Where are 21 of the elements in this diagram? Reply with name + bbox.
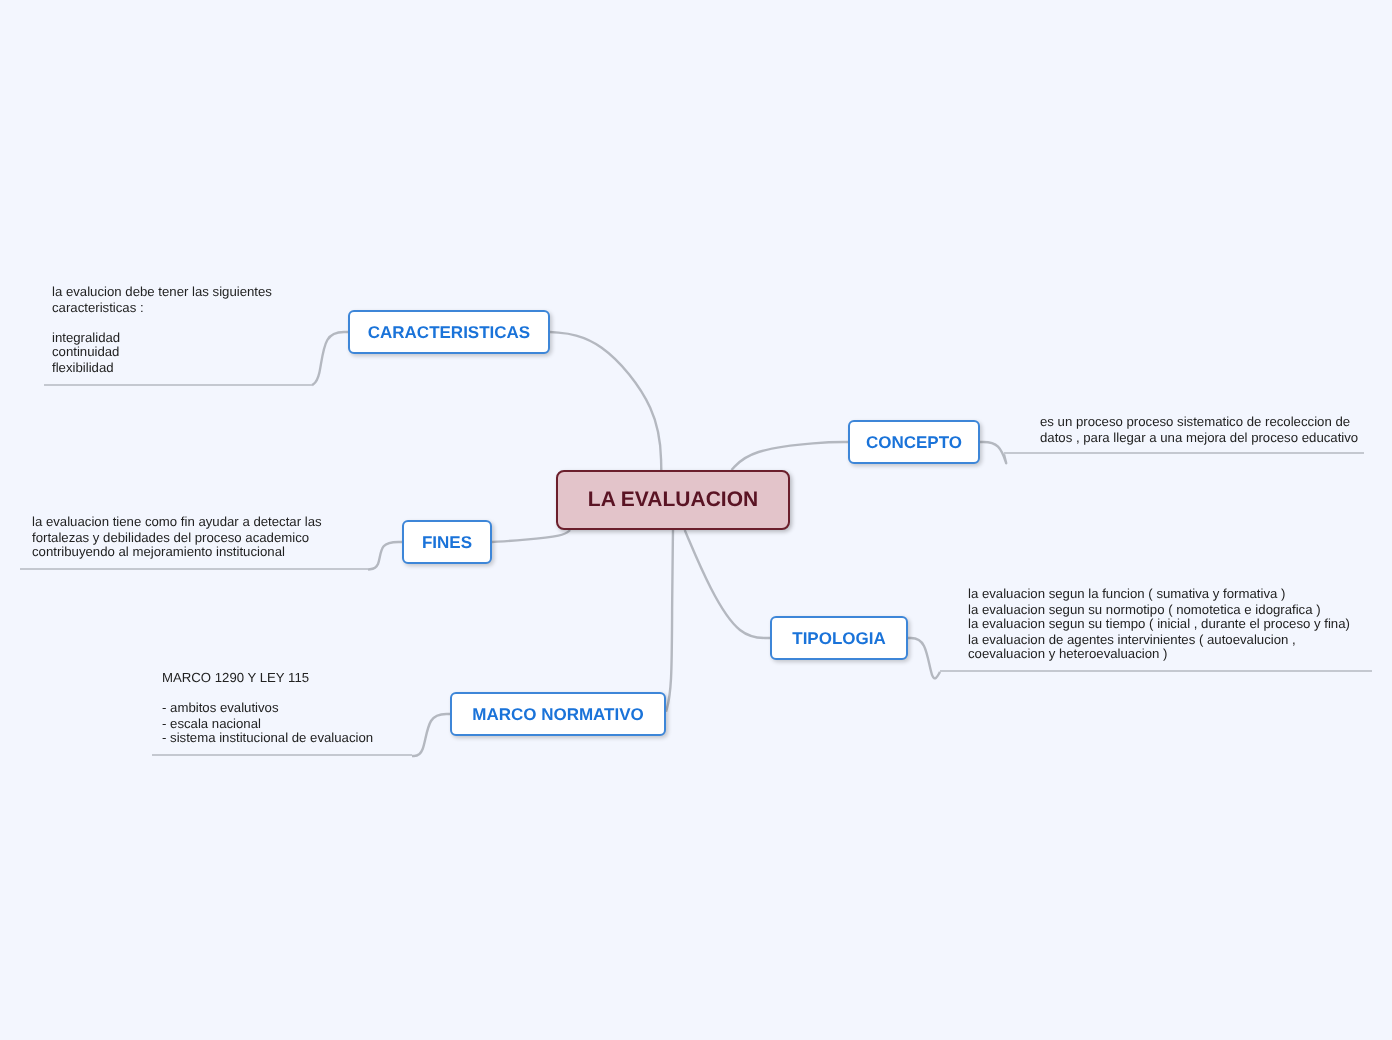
connector-line <box>491 529 571 544</box>
connector-line <box>311 330 348 387</box>
note-underline <box>20 516 368 570</box>
note-underline <box>152 672 412 756</box>
note-underline <box>940 588 1372 672</box>
connector-line <box>980 440 1008 464</box>
topic-box: MARCO NORMATIVO <box>450 692 666 736</box>
connector-line <box>683 529 770 640</box>
topic-box: TIPOLOGIA <box>770 616 908 660</box>
topic-box: FINES <box>402 520 492 564</box>
connector-line <box>664 530 675 713</box>
note-underline <box>1004 416 1364 455</box>
connector-line <box>549 330 663 471</box>
note-underline <box>44 286 312 386</box>
connector-line <box>412 712 450 758</box>
central-topic-box: LA EVALUACION <box>556 470 790 530</box>
topic-box: CONCEPTO <box>848 420 980 464</box>
connector-line <box>730 440 848 471</box>
connector-line <box>908 636 942 680</box>
connector-line <box>367 540 402 571</box>
topic-box: CARACTERISTICAS <box>348 310 550 354</box>
